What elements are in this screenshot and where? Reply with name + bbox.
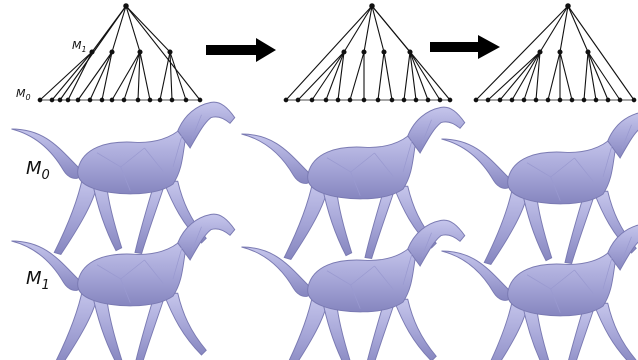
row-label-m1: M1 [26, 268, 50, 293]
hierarchy-tree-3 [474, 4, 636, 102]
tree-label-m0: M0 [16, 87, 31, 102]
right-arrow-icon [430, 35, 500, 59]
hierarchy-tree-2 [284, 4, 452, 102]
row-label-m0: M0 [26, 158, 50, 183]
hierarchy-tree-1 [38, 4, 202, 102]
tree-label-m1: M1 [72, 39, 87, 54]
horse-mesh-icon [442, 112, 638, 264]
right-arrow-icon [206, 38, 276, 62]
horse-mesh-icon [242, 220, 465, 360]
